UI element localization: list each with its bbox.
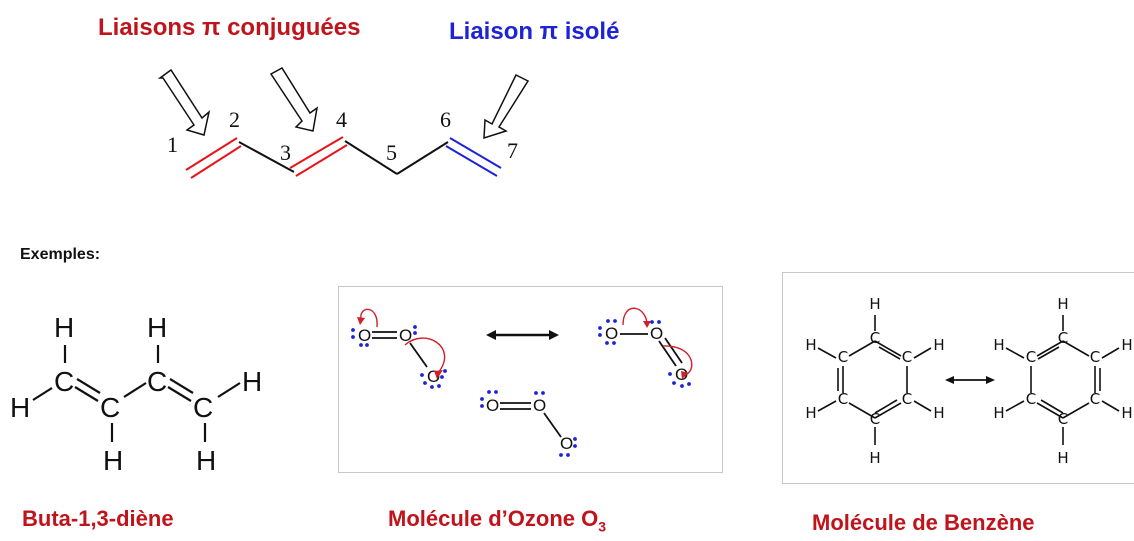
bz-r-c3: C <box>1090 390 1100 408</box>
examples-label: Exemples: <box>20 246 101 263</box>
oz-b-o1: O <box>605 324 618 343</box>
butadiene-caption: Buta-1,3-diène <box>22 506 174 531</box>
bz-r-h-br: H <box>1121 404 1132 422</box>
ozone-panel: O O O O O O O O O <box>338 286 723 473</box>
bd-h-left: H <box>10 392 30 423</box>
bz-r-h-tl: H <box>993 336 1004 354</box>
ozone-caption-subscript: 3 <box>598 518 607 535</box>
carbon-number-3: 3 <box>280 140 291 165</box>
isolated-bond-label: Liaison π isolé <box>449 18 620 45</box>
bz-l-c1: C <box>870 329 880 347</box>
bz-r-c5: C <box>1026 390 1036 408</box>
carbon-number-7: 7 <box>507 138 518 163</box>
carbon-number-6: 6 <box>440 107 451 132</box>
hollow-arrow-2 <box>269 67 319 132</box>
carbon-number-4: 4 <box>336 107 347 132</box>
carbon-number-1: 1 <box>167 132 178 157</box>
bz-l-h-br: H <box>933 404 944 422</box>
bz-r-h-bl: H <box>993 404 1004 422</box>
bz-l-c6: C <box>838 348 848 366</box>
bz-r-h-bottom: H <box>1057 449 1068 467</box>
carbon-number-5: 5 <box>386 140 397 165</box>
benzene-caption: Molécule de Benzène <box>812 510 1035 535</box>
heptatriene-chain-diagram: 1 2 3 4 5 6 7 <box>157 67 530 179</box>
bond-6-7-b <box>445 145 498 177</box>
bz-r-h-top: H <box>1057 295 1068 313</box>
oz-c-o3: O <box>560 434 573 453</box>
oz-c-o1: O <box>486 396 499 415</box>
oz-a-o2: O <box>399 326 412 345</box>
bd-c4: C <box>193 392 213 423</box>
bz-r-h-tr: H <box>1121 336 1132 354</box>
bond-4-5 <box>344 140 398 175</box>
bz-l-h-tl: H <box>805 336 816 354</box>
oz-b-o2: O <box>650 324 663 343</box>
hollow-arrow-3 <box>483 73 530 140</box>
bd-c1: C <box>54 366 74 397</box>
bond-2-3 <box>238 141 295 173</box>
ozone-resonance-diagram: O O O O O O O O O <box>351 307 693 457</box>
bond-3-4-a <box>289 136 344 169</box>
ozone-caption: Molécule d’Ozone O3 <box>388 506 606 534</box>
bz-l-c5: C <box>838 390 848 408</box>
bd-h-top-right: H <box>147 312 167 343</box>
bd-h-bottom-left: H <box>103 445 123 476</box>
bond-6-7-a <box>449 137 502 169</box>
bz-l-h-bottom: H <box>869 449 880 467</box>
bond-3-4-b <box>295 144 348 177</box>
oz-a-o1: O <box>358 326 371 345</box>
butadiene-structure: H H C C H C C H H H <box>10 312 262 476</box>
oz-c-o2: O <box>533 396 546 415</box>
hollow-arrow-1 <box>157 68 211 136</box>
bond-5-6 <box>396 141 449 175</box>
bond-1-2-a <box>185 137 238 171</box>
conjugated-bonds-label: Liaisons π conjuguées <box>98 14 361 41</box>
bz-l-h-top: H <box>869 295 880 313</box>
bz-r-c2: C <box>1090 348 1100 366</box>
bz-r-c1: C <box>1058 329 1068 347</box>
bd-h-bottom-right: H <box>196 445 216 476</box>
bd-h-top-left: H <box>54 312 74 343</box>
bond-1-2-b <box>190 145 242 179</box>
bd-c3: C <box>147 366 167 397</box>
ozone-caption-text: Molécule d’Ozone O <box>388 506 599 531</box>
bz-r-c6: C <box>1026 348 1036 366</box>
bz-l-c4: C <box>870 410 880 428</box>
bz-l-c3: C <box>902 390 912 408</box>
bz-r-c4: C <box>1058 410 1068 428</box>
bd-h-right: H <box>242 366 262 397</box>
bz-l-h-bl: H <box>805 404 816 422</box>
bd-c2: C <box>100 392 120 423</box>
benzene-resonance-diagram: H C C C C C C H H H H H H C C C C C C H … <box>805 295 1132 467</box>
bz-l-c2: C <box>902 348 912 366</box>
benzene-panel: H C C C C C C H H H H H H C C C C C C H … <box>782 272 1134 484</box>
bz-l-h-tr: H <box>933 336 944 354</box>
carbon-number-2: 2 <box>229 107 240 132</box>
